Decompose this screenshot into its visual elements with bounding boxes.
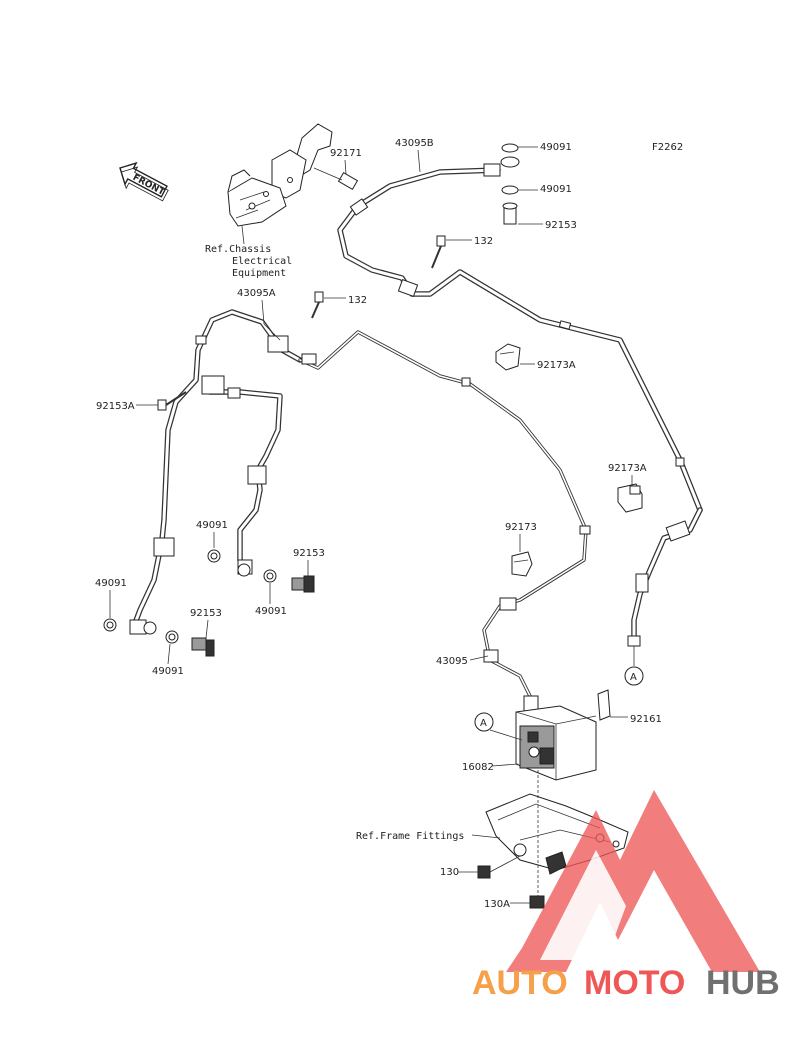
clamp-92173a-lower-icon xyxy=(617,483,643,513)
chassis-bracket xyxy=(227,123,333,227)
bracket-92161-icon xyxy=(597,689,611,721)
bolt-132-lower-icon xyxy=(311,291,324,319)
watermark-logo xyxy=(506,790,760,972)
callout-92173a-b: 92173A xyxy=(608,463,647,474)
callout-132-a: 132 xyxy=(474,236,493,247)
washer-set-middle xyxy=(207,549,315,593)
figure-id: F2262 xyxy=(652,142,683,153)
hose-43095 xyxy=(298,330,591,702)
callout-92171: 92171 xyxy=(330,148,362,159)
callout-43095a: 43095A xyxy=(237,288,276,299)
washer-set-left xyxy=(103,618,215,657)
hose-right-to-connector xyxy=(627,507,703,647)
svg-text:A: A xyxy=(630,672,637,683)
bolt-92171-icon xyxy=(313,167,359,191)
abs-unit-16082 xyxy=(515,695,597,781)
banjo-fitting-top xyxy=(500,143,520,225)
callout-92173a-a: 92173A xyxy=(537,360,576,371)
callout-92153a: 92153A xyxy=(96,401,135,412)
callout-92153-a: 92153 xyxy=(545,220,577,231)
hose-43095b xyxy=(337,163,703,513)
bolt-130a-icon xyxy=(529,895,545,909)
callout-43095b: 43095B xyxy=(395,138,434,149)
clamp-92173a-upper-icon xyxy=(495,343,521,371)
callout-92153-c: 92153 xyxy=(293,548,325,559)
connector-a-lower: A xyxy=(474,712,523,741)
hose-43095a xyxy=(129,309,303,635)
ref-chassis-label-3: Equipment xyxy=(232,268,286,279)
watermark-brand-auto: AUTO xyxy=(472,964,568,1002)
svg-text:A: A xyxy=(480,718,487,729)
bolt-92153a-icon xyxy=(157,391,187,411)
callout-49091-e: 49091 xyxy=(196,520,228,531)
callout-92173: 92173 xyxy=(505,522,537,533)
callout-92161: 92161 xyxy=(630,714,662,725)
callout-16082: 16082 xyxy=(462,762,494,773)
callout-132-b: 132 xyxy=(348,295,367,306)
front-arrow: FRONT xyxy=(119,161,169,202)
callout-49091-d: 49091 xyxy=(152,666,184,677)
callout-130: 130 xyxy=(440,867,459,878)
callout-130a: 130A xyxy=(484,899,510,910)
clamp-92173-icon xyxy=(511,551,533,577)
callout-92153-b: 92153 xyxy=(190,608,222,619)
ref-chassis-label-2: Electrical xyxy=(232,256,292,267)
callout-49091-a: 49091 xyxy=(540,142,572,153)
ref-frame-fittings-label: Ref.Frame Fittings xyxy=(356,831,464,842)
callout-49091-c: 49091 xyxy=(95,578,127,589)
callout-43095: 43095 xyxy=(436,656,468,667)
bolt-132-upper-icon xyxy=(431,235,446,269)
watermark-brand-moto: MOTO xyxy=(584,964,685,1002)
callout-49091-f: 49091 xyxy=(255,606,287,617)
ref-chassis-label-1: Ref.Chassis xyxy=(205,244,271,255)
connector-a-upper: A xyxy=(624,646,644,686)
bolt-130-icon xyxy=(477,855,521,879)
watermark-brand-text: AUTO MOTO HUB xyxy=(472,964,780,1002)
callout-49091-b: 49091 xyxy=(540,184,572,195)
watermark-brand-hub: HUB xyxy=(706,964,780,1002)
